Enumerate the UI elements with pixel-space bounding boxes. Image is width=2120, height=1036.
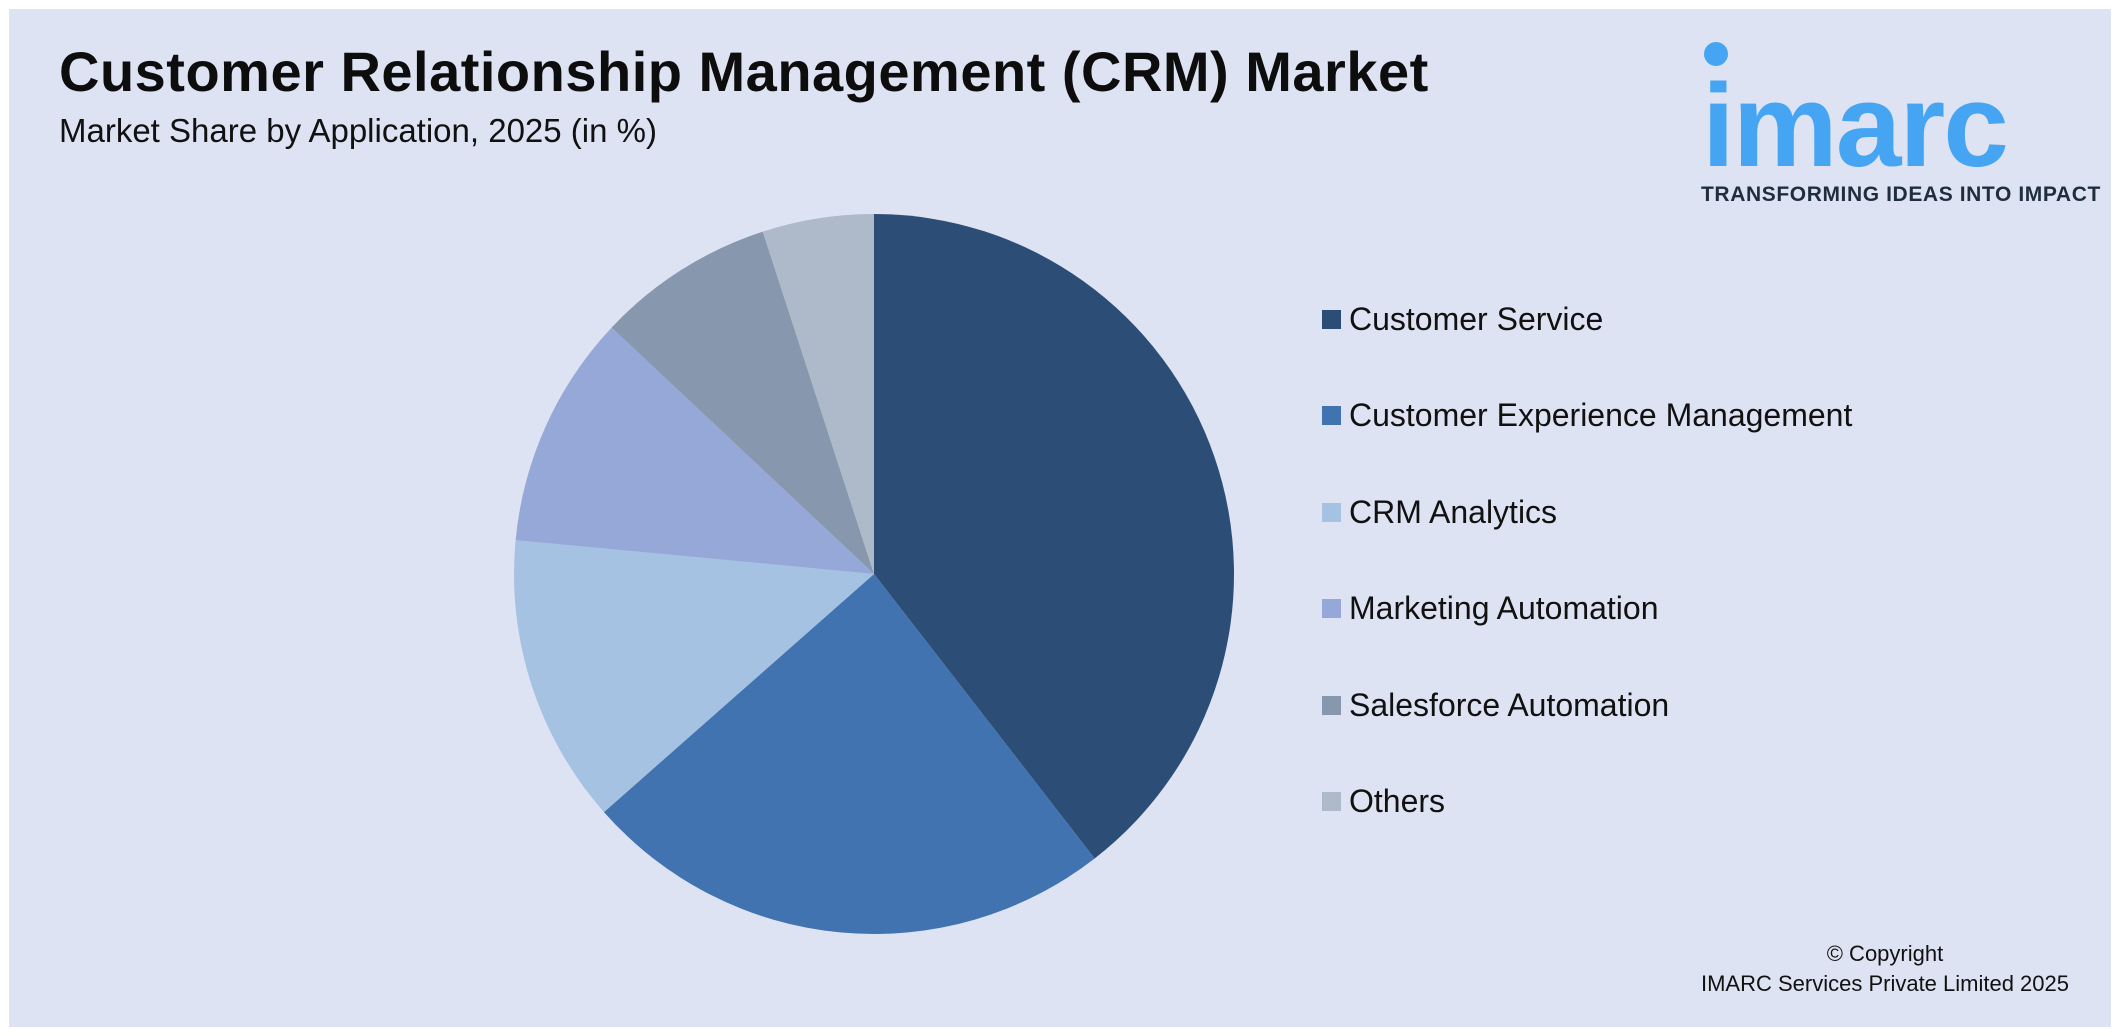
imarc-logo: imarc TRANSFORMING IDEAS INTO IMPACT bbox=[1697, 37, 2102, 212]
legend-item-customer-service: Customer Service bbox=[1322, 299, 1603, 339]
logo-tagline: TRANSFORMING IDEAS INTO IMPACT bbox=[1701, 183, 2101, 206]
pie-slice-salesforce-automation bbox=[611, 231, 874, 574]
logo-wordmark: imarc bbox=[1702, 60, 2009, 192]
legend-label: Marketing Automation bbox=[1349, 590, 1659, 626]
pie-slice-crm-analytics bbox=[514, 540, 874, 813]
chart-subtitle: Market Share by Application, 2025 (in %) bbox=[59, 112, 657, 149]
chart-card: Customer Relationship Management (CRM) M… bbox=[9, 9, 2111, 1027]
legend-swatch bbox=[1322, 792, 1341, 811]
legend-label: Salesforce Automation bbox=[1349, 686, 1670, 723]
legend-swatch bbox=[1322, 406, 1341, 425]
copyright-notice: © Copyright IMARC Services Private Limit… bbox=[1701, 939, 2069, 999]
legend-swatch bbox=[1322, 502, 1341, 522]
legend-item-marketing-automation: Marketing Automation bbox=[1322, 589, 1659, 629]
pie-chart bbox=[514, 214, 1235, 934]
logo-dot-icon bbox=[1704, 42, 1728, 66]
legend-swatch bbox=[1322, 599, 1341, 618]
pie-slice-customer-service bbox=[874, 214, 1235, 859]
legend-item-crm-analytics: CRM Analytics bbox=[1322, 492, 1557, 532]
legend-swatch bbox=[1322, 309, 1341, 329]
legend-item-others: Others bbox=[1322, 782, 1445, 822]
legend-label: Others bbox=[1349, 783, 1446, 819]
chart-title: Customer Relationship Management (CRM) M… bbox=[59, 40, 1429, 103]
legend-label: Customer Service bbox=[1349, 300, 1604, 337]
legend-label: Customer Experience Management bbox=[1349, 397, 1853, 433]
pie-slice-customer-experience-management bbox=[603, 574, 1095, 934]
legend-label: CRM Analytics bbox=[1349, 493, 1558, 530]
legend-item-salesforce-automation: Salesforce Automation bbox=[1322, 685, 1669, 725]
legend-item-customer-experience-management: Customer Experience Management bbox=[1322, 396, 1852, 436]
copyright-line-2: IMARC Services Private Limited 2025 bbox=[1700, 971, 2069, 996]
pie-slice-marketing-automation bbox=[515, 327, 874, 574]
copyright-line-1: © Copyright bbox=[1826, 941, 1944, 966]
legend-swatch bbox=[1322, 695, 1341, 715]
pie-slice-others bbox=[762, 214, 874, 574]
